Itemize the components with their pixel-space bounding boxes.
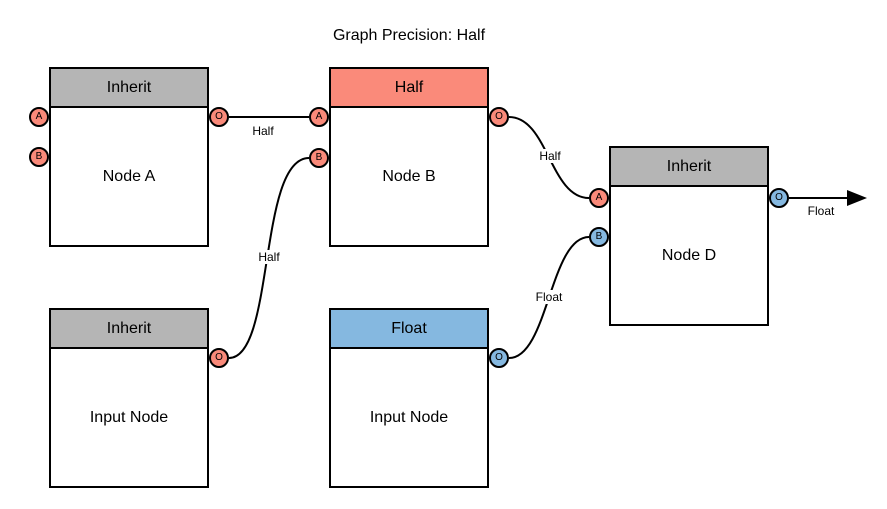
node-a-label: Node A bbox=[102, 167, 156, 185]
node-b-output-port: O bbox=[489, 107, 509, 127]
diagram-title: Graph Precision: Half bbox=[332, 27, 486, 44]
node-a: Inherit Node A bbox=[49, 67, 209, 247]
input-node-left: Inherit Input Node bbox=[49, 308, 209, 488]
node-b-input-port-b: B bbox=[309, 148, 329, 168]
input-node-middle: Float Input Node bbox=[329, 308, 489, 488]
node-a-input-port-b: B bbox=[29, 147, 49, 167]
edge-label-node-b-to-node-d: Half bbox=[537, 149, 563, 163]
node-a-header: Inherit bbox=[51, 69, 207, 108]
edge-label-input-left-to-node-b: Half bbox=[256, 250, 282, 264]
edge-label-node-a-to-node-b: Half bbox=[250, 124, 276, 138]
node-b-header: Half bbox=[331, 69, 487, 108]
node-a-input-port-a: A bbox=[29, 107, 49, 127]
edge-label-input-middle-to-node-d: Float bbox=[533, 290, 565, 304]
node-d: Inherit Node D bbox=[609, 146, 769, 326]
node-d-header: Inherit bbox=[611, 148, 767, 187]
node-b: Half Node B bbox=[329, 67, 489, 247]
node-d-input-port-b: B bbox=[589, 227, 609, 247]
input-node-left-label: Input Node bbox=[89, 408, 169, 426]
node-b-label: Node B bbox=[382, 167, 436, 185]
input-node-left-header: Inherit bbox=[51, 310, 207, 349]
node-d-input-port-a: A bbox=[589, 188, 609, 208]
input-node-middle-output-port: O bbox=[489, 348, 509, 368]
input-node-middle-label: Input Node bbox=[369, 408, 449, 426]
node-b-input-port-a: A bbox=[309, 107, 329, 127]
input-node-left-output-port: O bbox=[209, 348, 229, 368]
input-node-middle-header: Float bbox=[331, 310, 487, 349]
node-d-label: Node D bbox=[661, 246, 717, 264]
node-a-output-port: O bbox=[209, 107, 229, 127]
node-d-output-port: O bbox=[769, 188, 789, 208]
edge-label-node-d-output: Float bbox=[805, 204, 837, 218]
